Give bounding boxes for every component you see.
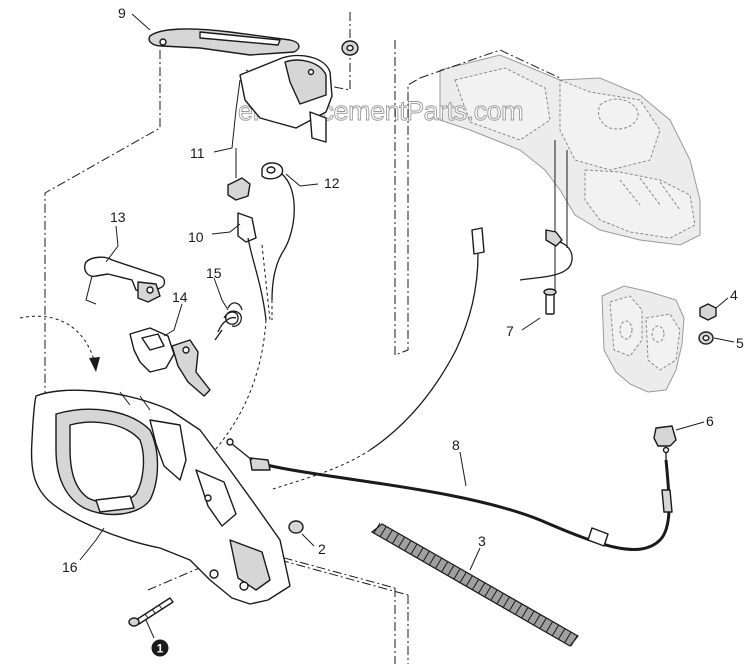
engine-assembly-ghost	[439, 54, 701, 246]
part-6-rubber-boot[interactable]	[653, 425, 677, 447]
callout-1: 1	[157, 642, 164, 656]
callout-15[interactable]: 15	[206, 265, 222, 281]
part-3-fuel-hose[interactable]	[370, 522, 579, 647]
callout-3[interactable]: 3	[478, 533, 486, 549]
part-12-terminal-wire[interactable]	[261, 162, 295, 320]
callout-14[interactable]: 14	[172, 289, 188, 305]
washer-top[interactable]	[341, 40, 359, 56]
part-4-nut[interactable]	[699, 303, 717, 321]
part-15-spring[interactable]	[214, 302, 243, 341]
carburetor-assembly	[601, 285, 685, 393]
part-13-throttle-trigger[interactable]	[84, 256, 166, 305]
callout-10[interactable]: 10	[188, 229, 204, 245]
callout-9[interactable]: 9	[118, 5, 126, 21]
callout-1-badge[interactable]: 1	[151, 639, 169, 657]
callout-5[interactable]: 5	[736, 335, 744, 351]
part-16-handle-housing[interactable]	[30, 389, 291, 605]
callout-16[interactable]: 16	[62, 559, 78, 575]
part-14-lockout-lever[interactable]	[129, 327, 211, 397]
part-11-rear-cover[interactable]	[239, 54, 333, 143]
part-5-washer[interactable]	[698, 331, 714, 345]
callout-8[interactable]: 8	[452, 437, 460, 453]
ignition-wire[interactable]	[214, 227, 573, 491]
assembly-direction-arrow	[19, 315, 100, 372]
callout-12[interactable]: 12	[324, 175, 340, 191]
callout-4[interactable]: 4	[730, 287, 738, 303]
part-1-screw[interactable]	[128, 597, 174, 627]
callout-6[interactable]: 6	[706, 413, 714, 429]
callout-labels: 9 11 12 10 13 15 14 16 2 3 8 7 4 5 6 1	[62, 5, 744, 657]
part-7-bolt[interactable]	[543, 288, 557, 315]
callout-11[interactable]: 11	[190, 145, 205, 161]
callout-2[interactable]: 2	[318, 541, 326, 557]
part-10-switch-connector[interactable]	[227, 177, 271, 321]
part-8-throttle-cable[interactable]	[226, 438, 673, 551]
part-2-grommet[interactable]	[288, 520, 304, 534]
callout-13[interactable]: 13	[110, 209, 126, 225]
callout-7[interactable]: 7	[506, 323, 514, 339]
callout-leaders	[79, 13, 735, 639]
part-9-handle-cover[interactable]	[148, 28, 300, 56]
